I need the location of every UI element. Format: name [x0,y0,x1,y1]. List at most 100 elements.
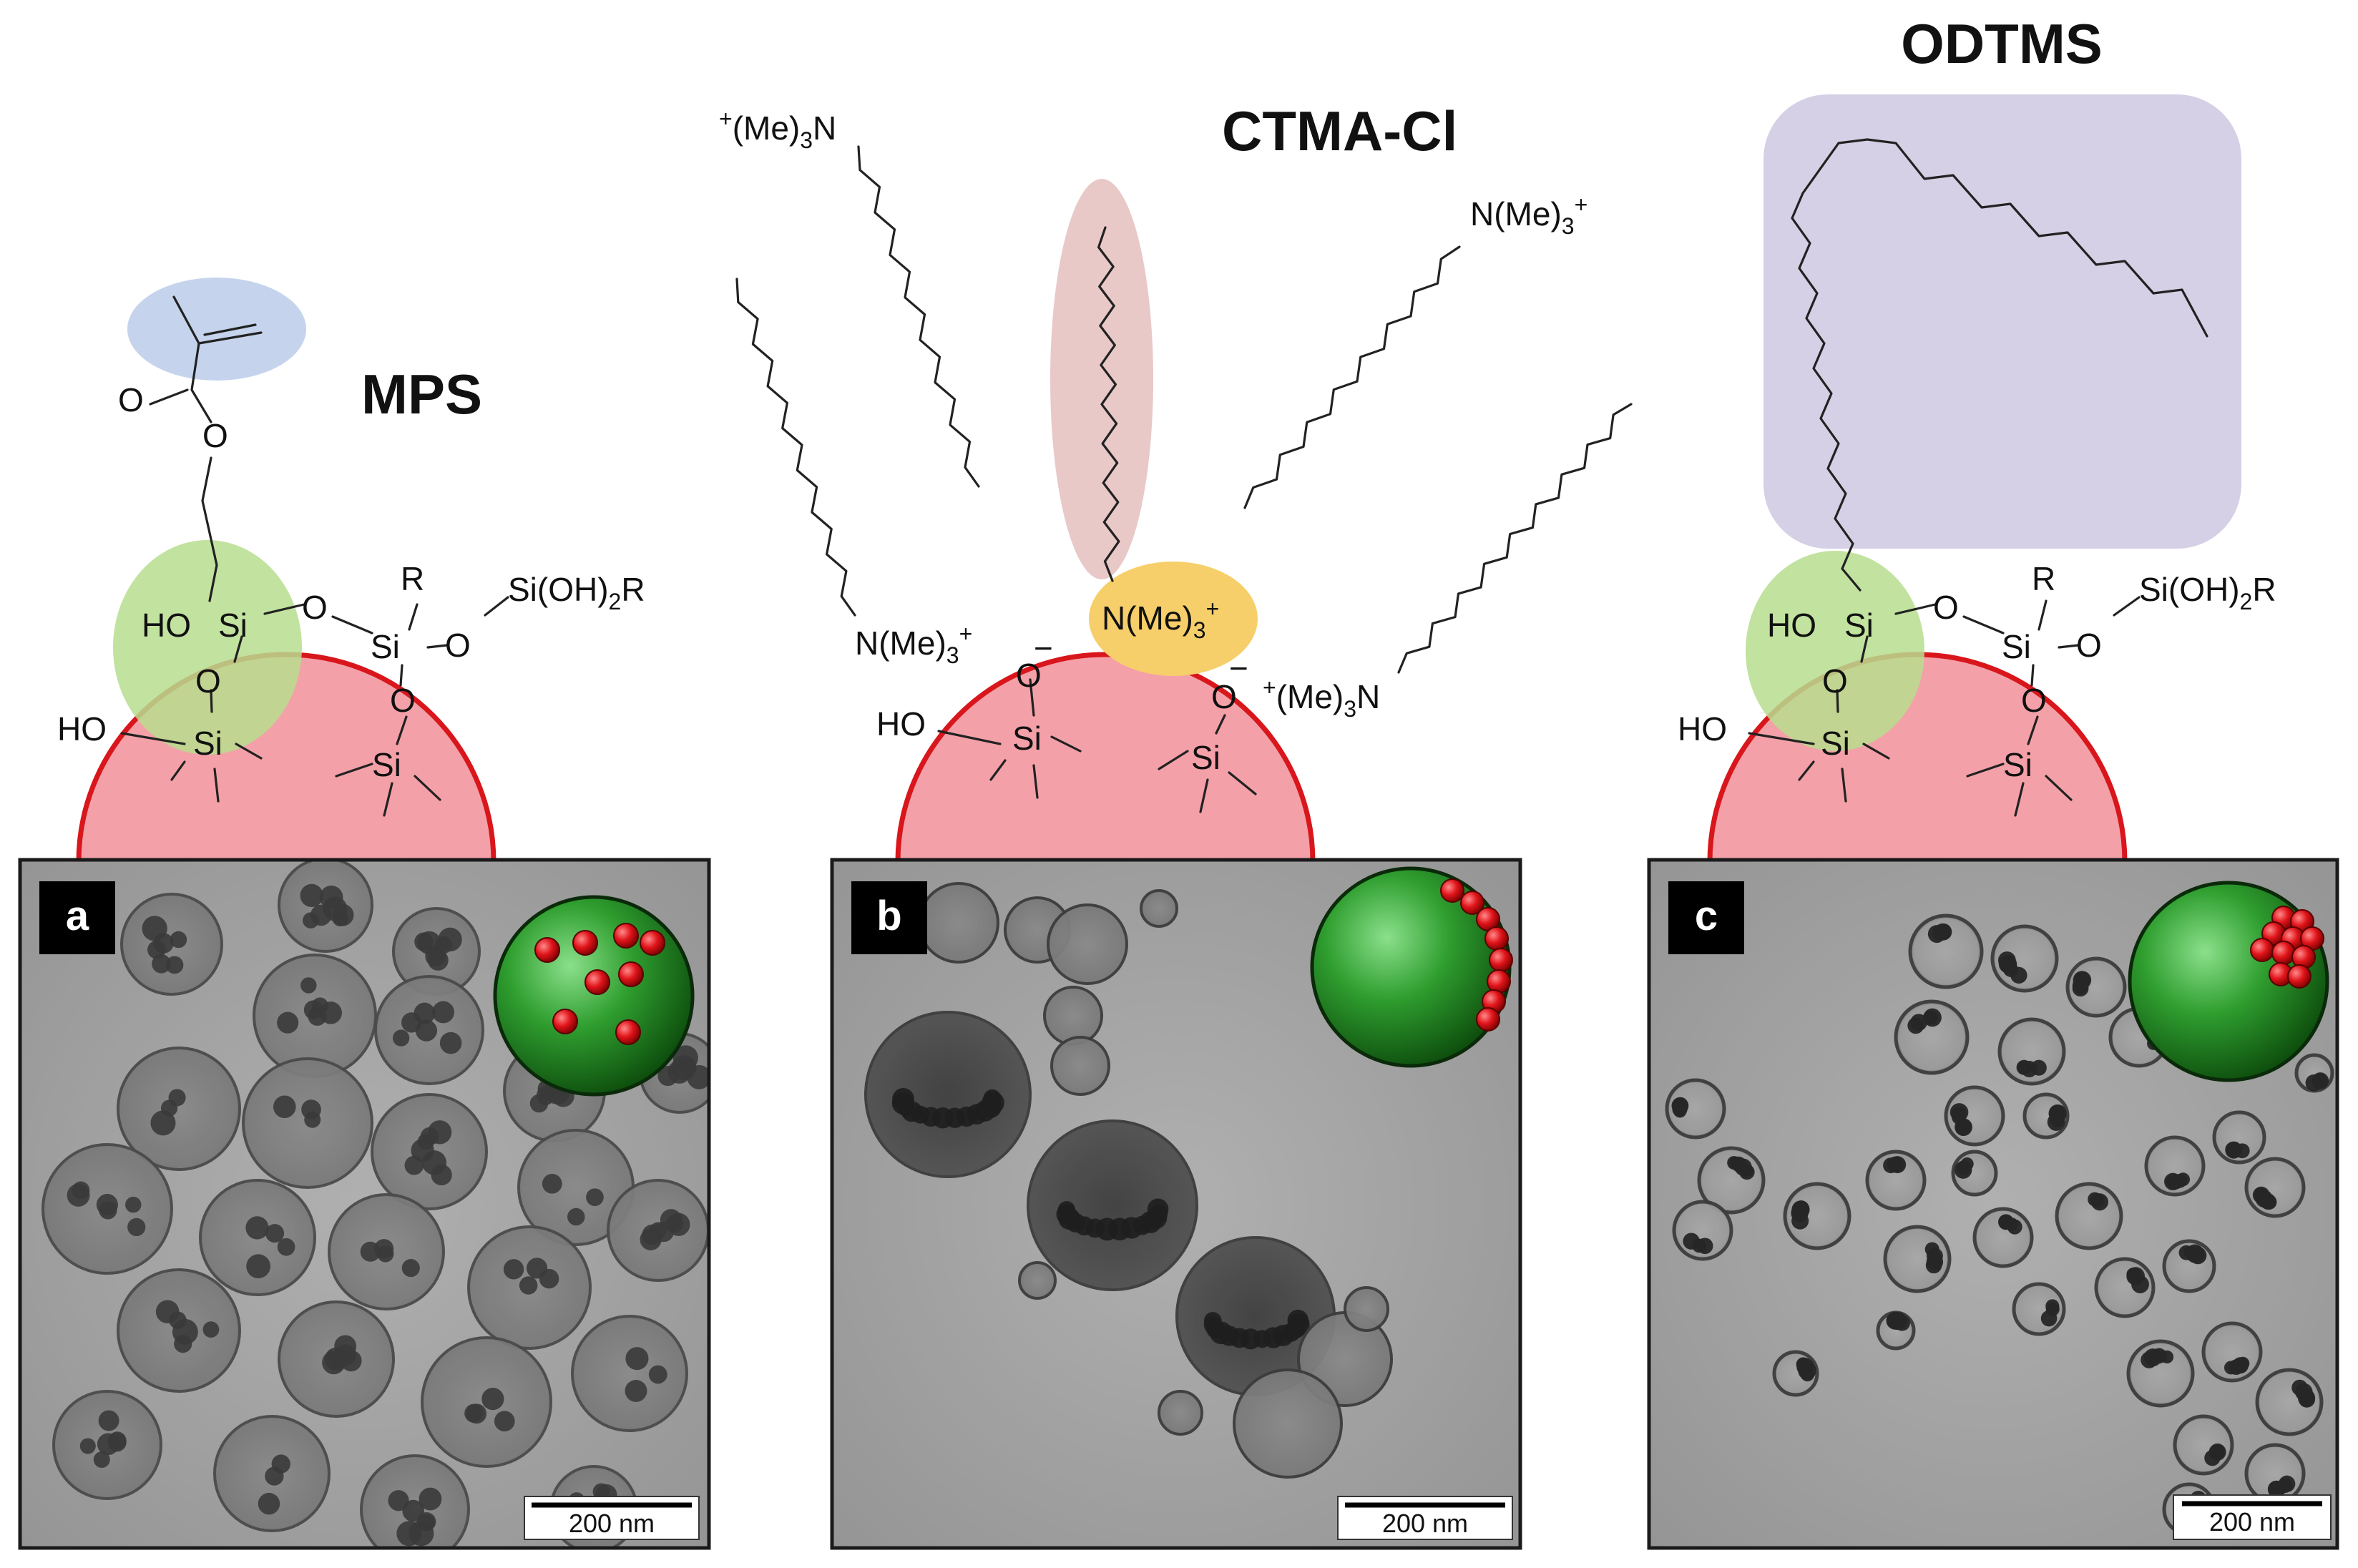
nanoparticle-dot [534,937,560,963]
panel-label-a: a [39,881,115,954]
tail-highlight [1050,179,1153,579]
o-label: O [2021,682,2047,719]
tem-particle [67,1183,90,1207]
nanoparticle-dot [552,1009,578,1034]
tem-particle [2236,1356,2250,1371]
tem-particle [174,1335,192,1353]
tem-particle [340,1350,362,1372]
tem-particle [1932,926,1947,941]
r-label: R [2032,560,2055,597]
tem-image-a [18,858,711,1550]
silica-particle [895,652,1316,865]
tem-particle [155,1300,180,1324]
tem-particle [2045,1299,2060,1313]
si-label: Si [371,628,400,665]
tem-particle [2305,1074,2323,1092]
tem-particle [331,903,354,926]
panel-title: CTMA-Cl [1222,99,1457,162]
tem-particle [1886,1312,1904,1330]
tem-particle [2088,1192,2103,1207]
tem-particle [265,1466,284,1486]
ho-label: HO [1767,607,1816,644]
quat-amine-label: +(Me)3N [1263,675,1380,722]
carbonyl-o: O [118,381,144,418]
tem-particle [147,940,166,959]
panel-label-c: c [1668,881,1744,954]
tem-particle [2208,1443,2226,1461]
tem-particle [273,1095,296,1119]
o-label: O [445,627,471,664]
methacrylate-highlight [127,278,306,381]
svg-text:200 nm: 200 nm [569,1509,655,1538]
panel-label-b: b [851,881,927,954]
tem-particle [918,882,999,964]
tem-particle [1018,1261,1057,1300]
tem-particle [360,1241,381,1262]
silanol-highlight [1746,551,1924,751]
tem-particle [1793,1200,1809,1216]
tem-particle [434,936,453,954]
tem-particle [1883,1157,1899,1174]
inset-sphere-c [2128,881,2329,1082]
tem-particle [2074,976,2088,991]
tem-particle [2273,1481,2287,1496]
tem-particle [1865,1150,1927,1211]
alkyl-chain [735,278,856,617]
si-label: Si [372,746,401,783]
panel-a: O O HO Si O R Si O Si(OH)2R O O HO Si Si… [57,278,645,865]
nanoparticle-dot [1440,878,1464,903]
tem-particle [2173,1414,2234,1476]
nanoparticle-dot [1460,891,1484,915]
tem-particle [2017,1061,2032,1074]
tem-particle [127,1217,146,1237]
tem-particle [301,1099,321,1119]
tem-particle [420,1127,439,1146]
panel-b: +(Me)3N N(Me)3+ N(Me)3+ N(Me)3+ +(Me)3N … [719,99,1633,865]
tem-particle [2050,1112,2065,1127]
alkyl-chain [857,145,980,488]
tem-particle [1922,1011,1937,1025]
ester-o: O [202,417,228,454]
ho-label: HO [1678,710,1727,748]
tem-particle [567,1207,585,1226]
tem-particle [79,1438,96,1454]
o-label: O [390,682,416,719]
sioh2r-label: Si(OH)2R [2139,571,2276,614]
svg-text:200 nm: 200 nm [2209,1507,2295,1537]
tem-particle [427,949,449,971]
tem-particle [464,1403,484,1423]
tem-particle [657,1066,678,1087]
tem-particle [401,1259,420,1278]
tem-particle [1027,1119,1198,1291]
panel-title: MPS [361,363,482,426]
tem-particle [526,1258,548,1279]
alkyl-chain [1243,245,1461,509]
quat-amine-label: N(Me)3+ [1470,192,1588,239]
tem-particle [542,1173,562,1194]
tem-particle [2131,1275,2149,1293]
charge-label: − [1229,650,1248,687]
inset-sphere-b [1310,866,1513,1068]
tem-particle [1057,1201,1076,1219]
scale-bar-b: 200 nm [1337,1496,1513,1540]
odtms-tail-highlight [1763,94,2241,549]
tem-particle [93,1451,110,1468]
nanoparticle-dot [2287,964,2311,989]
tem-particle [625,1380,647,1402]
alkyl-chain [1397,403,1633,674]
tem-particle [2173,1173,2188,1188]
tem-particle [2040,1310,2058,1327]
tem-particle [2295,1383,2313,1401]
tem-particle [640,1228,662,1250]
tem-particle [1791,1212,1809,1230]
quat-head-label: N(Me)3+ [1102,596,1219,643]
tem-particle [392,1029,410,1047]
silanol-highlight [113,540,302,755]
tem-particle [1907,1017,1924,1034]
tem-particle [409,1521,434,1547]
tem-particle [160,1099,178,1117]
nanoparticle-dot [1476,1007,1500,1032]
tem-particle [117,1047,241,1171]
tem-particle [481,1388,504,1411]
tem-particle [1203,1312,1222,1330]
